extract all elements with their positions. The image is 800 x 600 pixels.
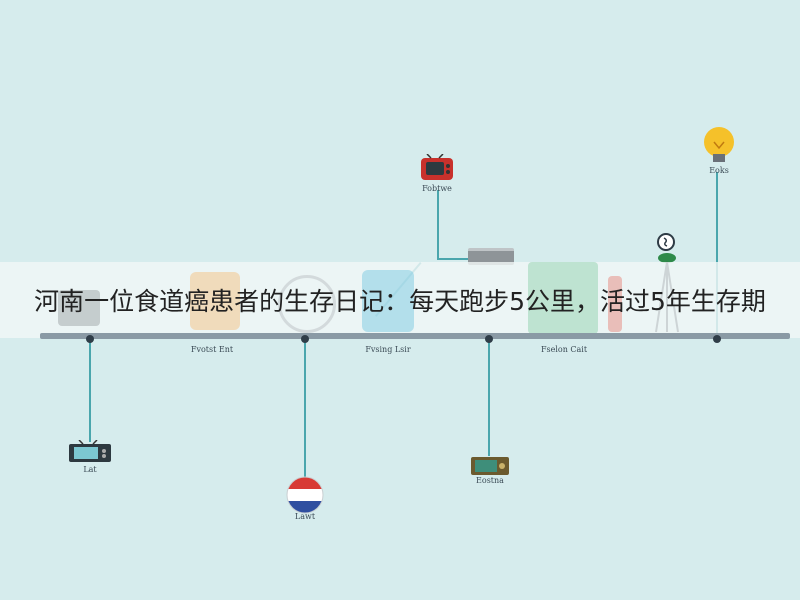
top-bulb-label: Eoks bbox=[709, 166, 729, 175]
book-icon bbox=[190, 272, 240, 330]
device-icon bbox=[608, 276, 622, 332]
globe-icon bbox=[656, 232, 676, 252]
mid-label-2: Fvsing Lsir bbox=[365, 345, 411, 354]
device-icon bbox=[58, 290, 100, 326]
connector-top-tv-elbow bbox=[437, 258, 472, 260]
timeline-node bbox=[485, 335, 493, 343]
device-icon bbox=[278, 275, 336, 333]
radio-icon bbox=[470, 456, 510, 476]
timeline-node bbox=[713, 335, 721, 343]
title-band bbox=[0, 262, 800, 338]
television-icon bbox=[68, 439, 112, 464]
refrigerator-icon bbox=[528, 262, 598, 334]
connector-bottom-radio bbox=[488, 340, 490, 456]
timeline-node bbox=[86, 335, 94, 343]
bottom-flag-label: Lawt bbox=[294, 512, 316, 521]
retro-tv-icon bbox=[419, 153, 455, 184]
mid-label-1: Fvotst Ent bbox=[190, 345, 234, 354]
bottom-radio-label: Eostna bbox=[476, 476, 504, 485]
connector-bulb bbox=[716, 172, 718, 337]
timeline-node bbox=[301, 335, 309, 343]
headline-title: 河南一位食道癌患者的生存日记：每天跑步5公里，活过5年生存期 bbox=[34, 287, 766, 316]
refrigerator-icon bbox=[362, 270, 414, 332]
bottom-tv-label: Lat bbox=[83, 465, 97, 474]
timeline-axis bbox=[40, 333, 790, 339]
device-icon bbox=[468, 248, 514, 265]
top-tv-label: Fobtwe bbox=[422, 184, 452, 193]
flag-circle-icon bbox=[286, 476, 324, 514]
connector-bottom-tv bbox=[89, 340, 91, 442]
connector-bottom-flag bbox=[304, 340, 306, 480]
connector-top-tv bbox=[437, 190, 439, 260]
light-bulb-icon bbox=[699, 126, 739, 170]
mid-label-3: Fselon Cait bbox=[540, 345, 588, 354]
